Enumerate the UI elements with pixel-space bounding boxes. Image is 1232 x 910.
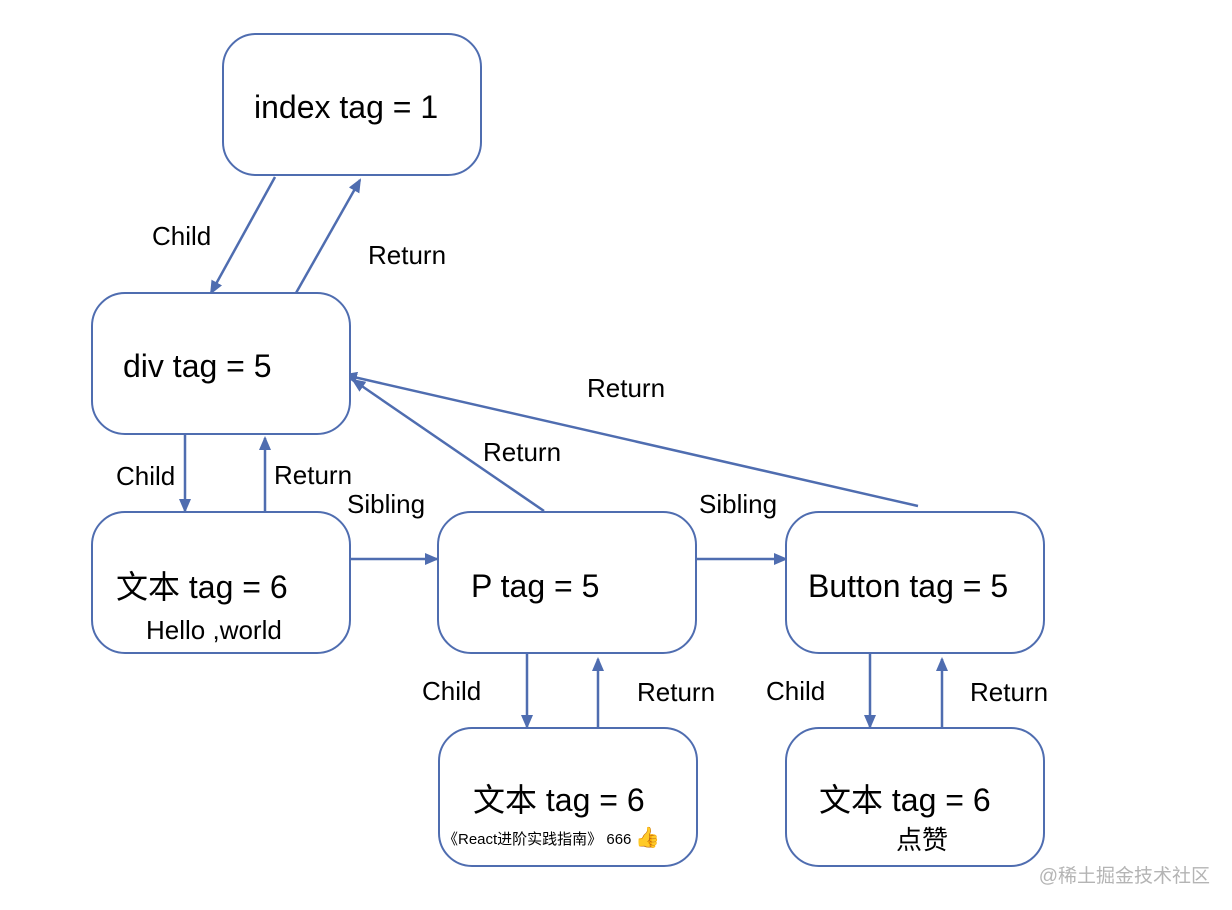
node-index-title: index tag = 1 bbox=[254, 89, 439, 125]
node-text-react-label: 《React进阶实践指南》 666 bbox=[443, 831, 632, 848]
label-index-div-child: Child bbox=[152, 221, 212, 251]
watermark: @稀土掘金技术社区 bbox=[1038, 866, 1210, 887]
node-text-hello-title: 文本 tag = 6 bbox=[116, 569, 288, 605]
edge-button-div-return bbox=[343, 371, 919, 508]
node-button-title: Button tag = 5 bbox=[808, 568, 1009, 604]
label-text1-div-return: Return bbox=[274, 460, 353, 490]
edge-p-div-return bbox=[351, 378, 545, 513]
node-text-hello: 文本 tag = 6 Hello ,world bbox=[91, 511, 351, 654]
node-text-react-title: 文本 tag = 6 bbox=[473, 782, 645, 818]
thumbs-up-icon: 👍 bbox=[635, 827, 661, 849]
node-p-title: P tag = 5 bbox=[471, 568, 600, 604]
node-index: index tag = 1 bbox=[222, 33, 482, 176]
node-text-hello-content: Hello ,world bbox=[146, 615, 282, 645]
node-text-react-content: 《React进阶实践指南》 666👍 bbox=[443, 828, 660, 848]
label-text3-button-return: Return bbox=[970, 677, 1049, 707]
label-div-text1-child: Child bbox=[116, 461, 176, 491]
label-p-div-return: Return bbox=[483, 437, 562, 467]
label-text2-p-return: Return bbox=[637, 677, 716, 707]
node-button: Button tag = 5 bbox=[785, 511, 1045, 654]
node-text-react: 文本 tag = 6 《React进阶实践指南》 666👍 bbox=[438, 727, 698, 867]
node-text-like-title: 文本 tag = 6 bbox=[819, 782, 991, 818]
label-text1-p-sibling: Sibling bbox=[347, 489, 426, 519]
label-p-button-sibling: Sibling bbox=[699, 489, 778, 519]
node-div: div tag = 5 bbox=[91, 292, 351, 435]
node-text-like-content: 点赞 bbox=[896, 825, 949, 855]
label-div-index-return: Return bbox=[368, 240, 447, 270]
label-p-text2-child: Child bbox=[422, 676, 482, 706]
label-button-text3-child: Child bbox=[766, 676, 826, 706]
node-p: P tag = 5 bbox=[437, 511, 697, 654]
node-text-like: 文本 tag = 6 点赞 bbox=[785, 727, 1045, 867]
node-div-title: div tag = 5 bbox=[123, 348, 272, 384]
edge-index-div-child bbox=[209, 176, 277, 295]
label-button-div-return: Return bbox=[587, 373, 666, 403]
edge-div-index-return bbox=[294, 178, 362, 294]
